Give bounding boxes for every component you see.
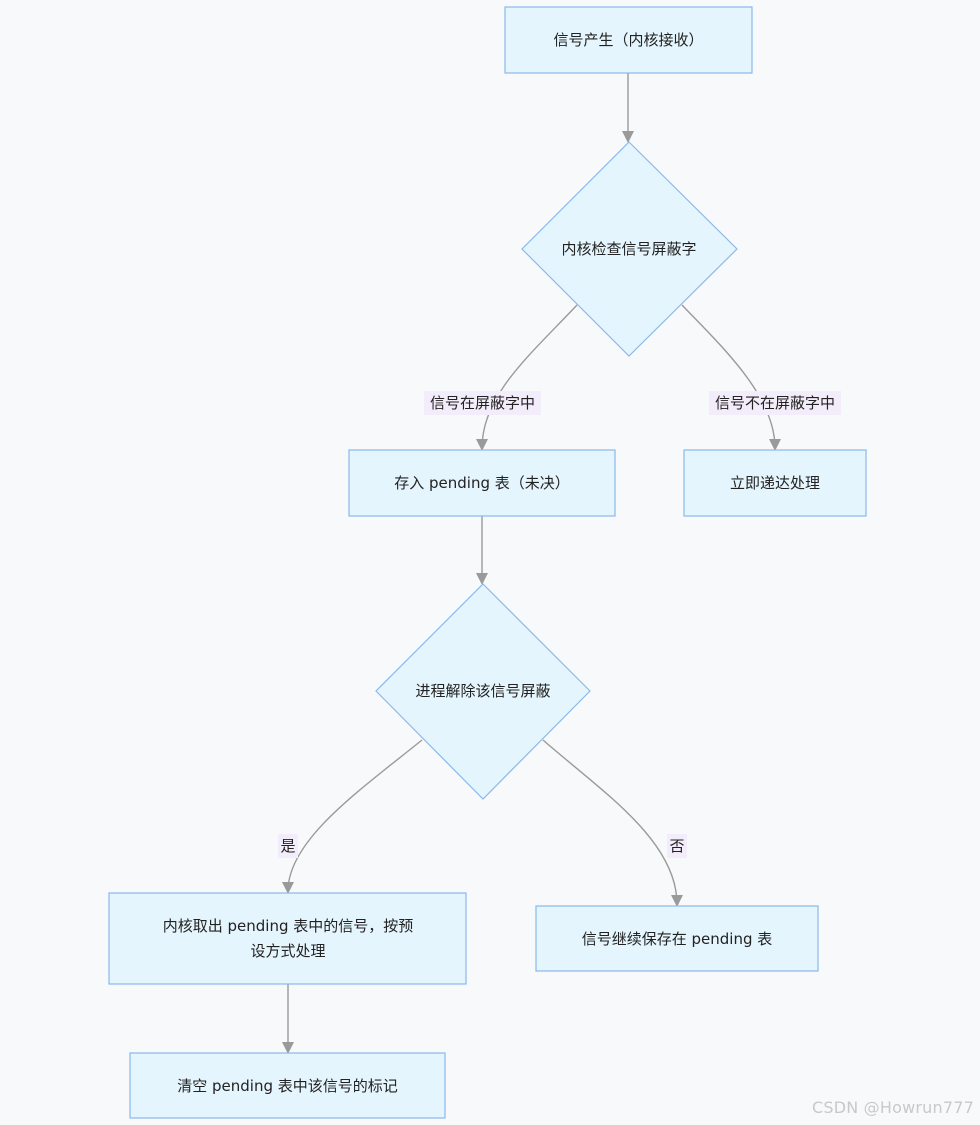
node-box (129, 1052, 446, 1119)
node-check-mask: 内核检查信号屏蔽字 (521, 141, 738, 357)
edge-label-bg-no (667, 834, 687, 858)
watermark: CSDN @Howrun777 (811, 1098, 974, 1117)
edge-label-no: 否 (669, 837, 684, 855)
edge-label-bg-in-mask (424, 391, 541, 415)
node-label: 存入 pending 表（未决） (394, 474, 570, 492)
edge-check-to-deliver (681, 304, 781, 451)
node-label: 立即递达处理 (730, 474, 820, 492)
edge-label-yes: 是 (280, 837, 295, 855)
node-unmask: 进程解除该信号屏蔽 (375, 583, 591, 800)
node-diamond (521, 141, 738, 357)
node-keep-pending: 信号继续保存在 pending 表 (535, 905, 819, 972)
edge-labels: 信号在屏蔽字中 信号不在屏蔽字中 是 否 (278, 391, 841, 858)
edges (282, 73, 781, 1054)
edge-unmask-to-keep (542, 739, 683, 907)
node-box (683, 449, 867, 517)
node-label: 信号继续保存在 pending 表 (582, 930, 773, 948)
node-box (504, 6, 753, 74)
edge-label-bg-not-in-mask (709, 391, 841, 415)
edge-label-bg-yes (278, 834, 298, 858)
node-label: 内核检查信号屏蔽字 (561, 240, 696, 258)
node-label: 清空 pending 表中该信号的标记 (177, 1077, 398, 1095)
edge-unmask-to-takeout (282, 739, 423, 894)
edge-label-not-in-mask: 信号不在屏蔽字中 (715, 394, 835, 412)
node-deliver-now: 立即递达处理 (683, 449, 867, 517)
node-box (348, 449, 616, 517)
node-take-out: 内核取出 pending 表中的信号，按预 设方式处理 (108, 892, 467, 985)
node-store-pending: 存入 pending 表（未决） (348, 449, 616, 517)
node-label-line2: 设方式处理 (250, 942, 325, 960)
node-clear-flag: 清空 pending 表中该信号的标记 (129, 1052, 446, 1119)
node-label-line1: 内核取出 pending 表中的信号，按预 (163, 917, 414, 935)
node-label: 进程解除该信号屏蔽 (415, 682, 550, 700)
node-signal-generated: 信号产生（内核接收） (504, 6, 753, 74)
node-label: 信号产生（内核接收） (553, 31, 703, 49)
node-box (535, 905, 819, 972)
node-diamond (375, 583, 591, 800)
node-box (108, 892, 467, 985)
nodes: 信号产生（内核接收） 内核检查信号屏蔽字 存入 pending 表（未决） 立即… (108, 6, 867, 1119)
edge-check-to-store (476, 304, 578, 451)
edge-label-in-mask: 信号在屏蔽字中 (430, 394, 535, 412)
